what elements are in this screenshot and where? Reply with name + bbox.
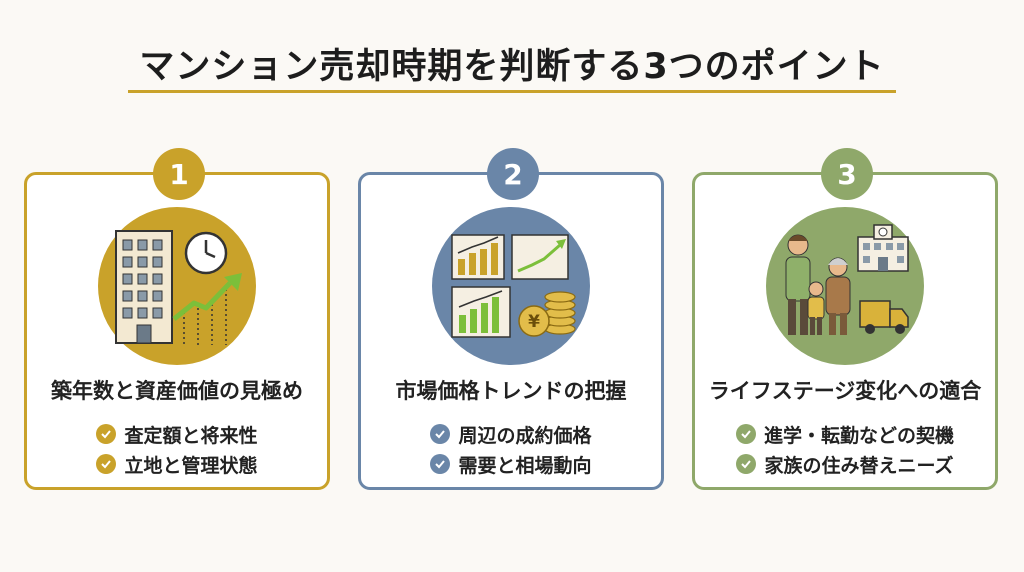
card-points: 周辺の成約価格 需要と相場動向: [361, 419, 661, 479]
family-school-truck-icon: [766, 207, 924, 365]
page-title: マンション売却時期を判断する3つのポイント: [139, 47, 885, 87]
check-icon: [430, 424, 451, 444]
list-item: 需要と相場動向: [361, 449, 661, 479]
list-item: 家族の住み替えニーズ: [695, 449, 995, 479]
list-item: 立地と管理状態: [27, 449, 327, 479]
number-badge-2: 2: [487, 148, 539, 200]
check-icon: [96, 424, 117, 444]
card-points: 進学・転勤などの契機 家族の住み替えニーズ: [695, 419, 995, 479]
point-text: 立地と管理状態: [124, 454, 258, 477]
point-card-3: ライフステージ変化への適合 進学・転勤などの契機 家族の住み替えニーズ: [692, 172, 998, 490]
point-text: 需要と相場動向: [458, 454, 592, 477]
check-icon: [430, 454, 451, 474]
list-item: 周辺の成約価格: [361, 419, 661, 449]
card-points: 査定額と将来性 立地と管理状態: [27, 419, 327, 479]
point-text: 進学・転勤などの契機: [763, 424, 954, 447]
card-heading: 築年数と資産価値の見極め: [51, 379, 303, 403]
building-clock-growth-icon: [98, 207, 256, 365]
number-badge-3: 3: [821, 148, 873, 200]
point-card-2: ¥ 市場価格トレンドの把握 周辺の成約価格 需要と相場動向: [358, 172, 664, 490]
number-badge-1: 1: [153, 148, 205, 200]
title-underline: [128, 90, 896, 93]
list-item: 査定額と将来性: [27, 419, 327, 449]
card-heading: 市場価格トレンドの把握: [395, 379, 627, 403]
yen-coin-symbol: ¥: [528, 312, 540, 332]
list-item: 進学・転勤などの契機: [695, 419, 995, 449]
point-text: 周辺の成約価格: [458, 424, 592, 447]
check-icon: [736, 454, 757, 474]
point-card-1: 築年数と資産価値の見極め 査定額と将来性 立地と管理状態: [24, 172, 330, 490]
check-icon: [735, 424, 756, 444]
card-heading: ライフステージ変化への適合: [708, 379, 982, 403]
market-charts-coins-icon: ¥: [432, 207, 590, 365]
point-text: 査定額と将来性: [124, 424, 258, 447]
point-text: 家族の住み替えニーズ: [764, 454, 954, 477]
check-icon: [96, 454, 117, 474]
